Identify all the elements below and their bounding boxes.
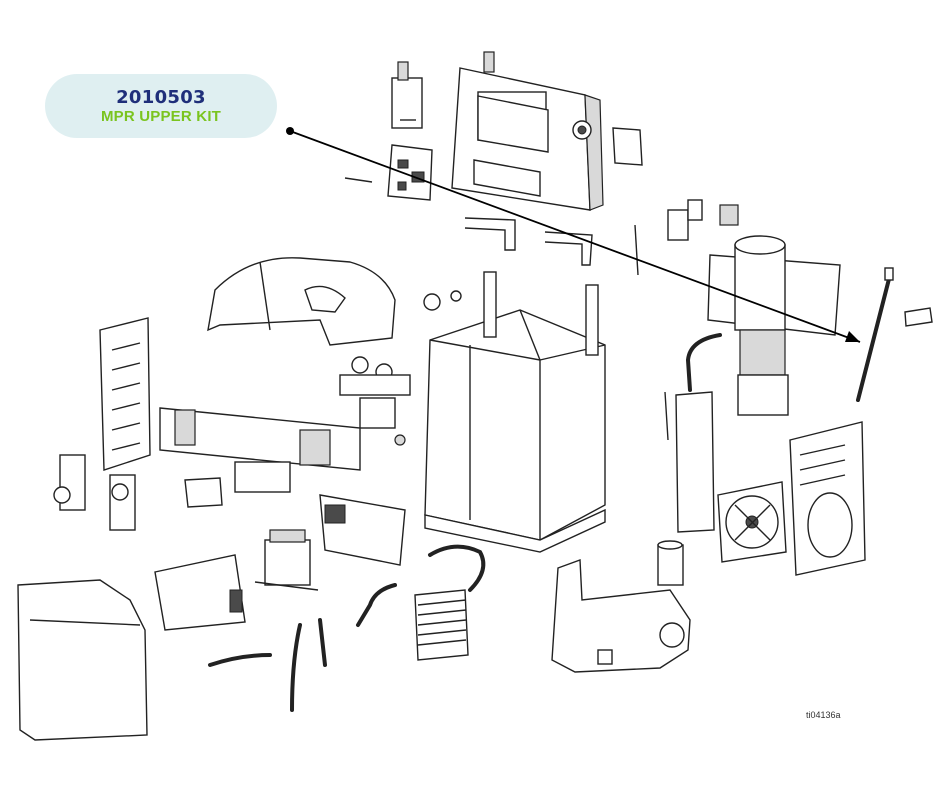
cover-shroud — [207, 257, 396, 346]
pressure-switch — [634, 199, 739, 276]
front-cover — [17, 579, 148, 741]
label-card — [612, 127, 643, 166]
heater-shroud — [319, 494, 406, 566]
heat-exchanger — [414, 589, 469, 661]
regulator — [184, 461, 291, 508]
callout-leader — [286, 127, 861, 343]
electrical-enclosure — [154, 554, 246, 631]
drawing-reference-code: ti04136a — [806, 710, 841, 720]
part-number: 2010503 — [116, 87, 206, 108]
cooling-fan — [717, 481, 787, 563]
mount-brackets — [464, 217, 593, 266]
pump-tube — [664, 391, 715, 533]
fitting-ring-small — [450, 290, 462, 302]
gauge-manifold — [339, 356, 411, 446]
fitting-ring — [423, 293, 441, 311]
main-frame — [424, 271, 606, 553]
transfer-pump-block — [159, 407, 361, 471]
part-name: MPR UPPER KIT — [100, 108, 222, 125]
circuit-board — [344, 144, 433, 201]
hopper-tank — [551, 559, 691, 673]
part-callout: 2010503 MPR UPPER KIT — [45, 74, 277, 138]
filter-canister — [657, 540, 684, 586]
pump-motor — [685, 235, 841, 416]
hose-assemblies — [208, 544, 486, 712]
control-box — [451, 51, 604, 211]
hose-assembly-right — [856, 267, 933, 402]
valve-module — [391, 61, 423, 129]
transformer — [254, 529, 319, 591]
valve-assembly-left — [53, 454, 136, 531]
side-panel-right — [789, 421, 866, 576]
side-panel-left — [99, 317, 151, 471]
